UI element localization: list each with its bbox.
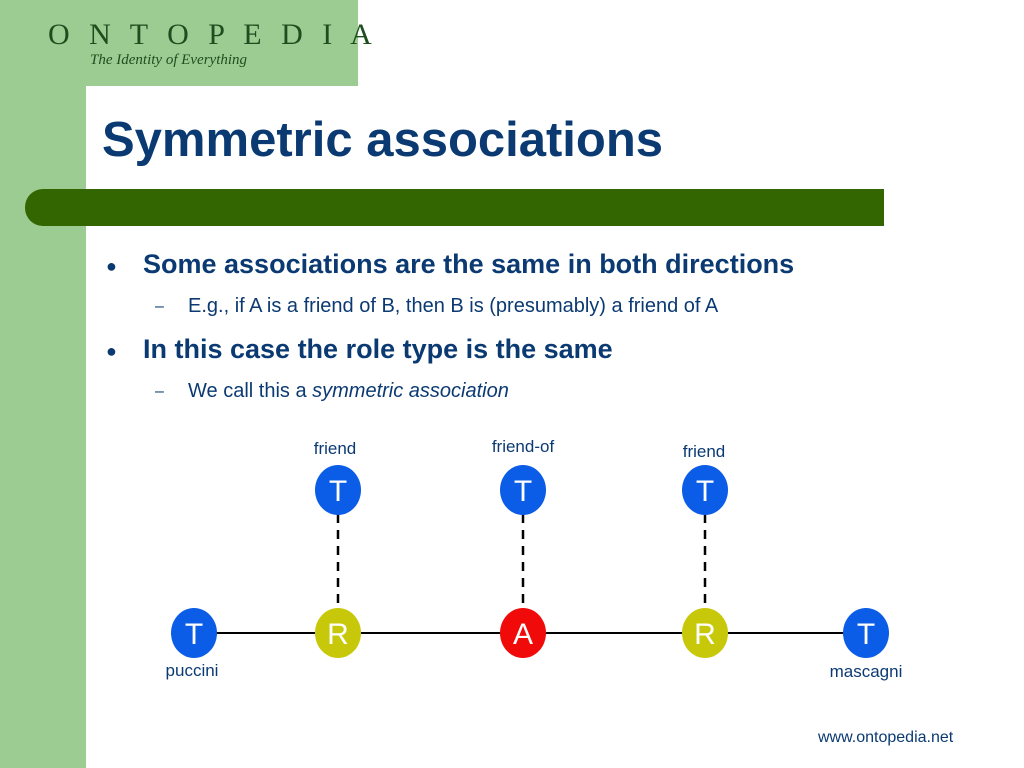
topic-label-puccini: puccini xyxy=(166,661,219,680)
node-letter-t: T xyxy=(185,618,203,651)
topic-label-mascagni: mascagni xyxy=(830,662,903,681)
brand-tagline: The Identity of Everything xyxy=(90,52,248,68)
sub-bullet-1-text: E.g., if A is a friend of B, then B is (… xyxy=(188,295,719,317)
role-type-topic-node-right xyxy=(682,465,728,515)
node-letter-a: A xyxy=(513,618,533,651)
association-type-topic-node xyxy=(500,465,546,515)
sub-bullet-marker-1: – xyxy=(155,298,164,315)
association-type-label: friend-of xyxy=(492,437,555,456)
association-node xyxy=(500,608,546,658)
bullet-1-text: Some associations are the same in both d… xyxy=(143,249,795,279)
footer-url: www.ontopedia.net xyxy=(818,729,954,746)
node-letter-t: T xyxy=(696,475,714,508)
role-node-right xyxy=(682,608,728,658)
role-node-left xyxy=(315,608,361,658)
sub-bullet-2-prefix: We call this a xyxy=(188,380,313,402)
bullet-marker-2: ● xyxy=(106,341,117,361)
header-band xyxy=(0,0,358,86)
sub-bullet-marker-2: – xyxy=(155,383,164,400)
role-type-label-right: friend xyxy=(683,442,726,461)
node-letter-t: T xyxy=(857,618,875,651)
sub-bullet-2-emphasis: symmetric association xyxy=(312,380,509,402)
node-letter-r: R xyxy=(327,618,349,651)
page-title: Symmetric associations xyxy=(102,113,664,167)
bullet-2-text: In this case the role type is the same xyxy=(143,334,613,364)
side-band xyxy=(0,0,86,768)
player-topic-node-puccini xyxy=(171,608,217,658)
player-topic-node-mascagni xyxy=(843,608,889,658)
node-letter-t: T xyxy=(329,475,347,508)
role-type-label-left: friend xyxy=(314,439,357,458)
sub-bullet-2-text: We call this a symmetric association xyxy=(188,380,509,403)
role-type-topic-node-left xyxy=(315,465,361,515)
node-letter-t: T xyxy=(514,475,532,508)
brand-logo-text: O N T O P E D I A xyxy=(48,18,378,51)
bullet-marker-1: ● xyxy=(106,256,117,276)
title-underline-bar xyxy=(25,189,884,226)
node-letter-r: R xyxy=(694,618,716,651)
